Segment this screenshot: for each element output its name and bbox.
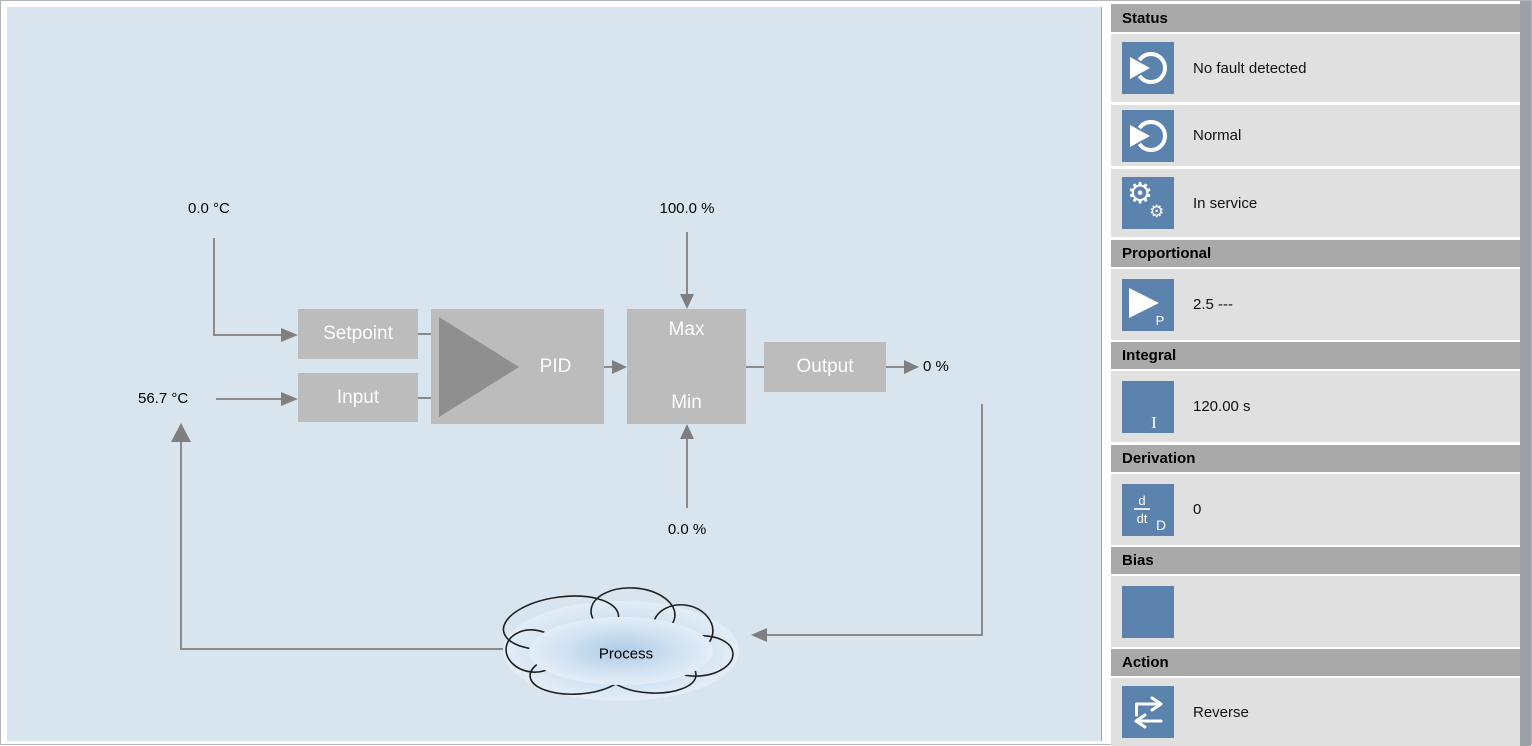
feedback-right-wire	[767, 404, 983, 636]
input-block: Input	[298, 373, 418, 422]
gears-icon: ⚙ ⚙	[1122, 177, 1174, 229]
svg-text:d: d	[1138, 493, 1145, 508]
amplifier-triangle-icon	[439, 317, 519, 417]
parameter-panel: Status No fault detected Normal	[1111, 1, 1522, 746]
wiring	[171, 232, 983, 701]
status-mode-label: Normal	[1193, 127, 1242, 144]
arrowhead	[281, 328, 298, 342]
limit-low-label: 0.0 %	[667, 521, 707, 538]
gear-glyph: ⚙	[1127, 178, 1153, 210]
pid-loop-diagram: 0.0 °C 56.7 °C 100.0 % 0.0 % 0 % Process…	[7, 7, 1102, 741]
status-service-label: In service	[1193, 194, 1258, 212]
controller-status-icon	[1122, 42, 1174, 94]
section-header-integral: Integral	[1111, 342, 1522, 369]
svg-text:dt: dt	[1137, 511, 1148, 526]
svg-text:D: D	[1156, 517, 1166, 533]
action-row: Reverse	[1111, 678, 1522, 746]
action-value: Reverse	[1193, 703, 1249, 721]
derivation-row: d dt D 0	[1111, 474, 1522, 545]
pid-block-label: PID	[539, 355, 572, 377]
setpoint-block: Setpoint	[298, 309, 418, 359]
proportional-value: 2.5 ---	[1193, 296, 1234, 313]
output-block-label: Output	[796, 356, 854, 377]
arrowhead	[680, 424, 694, 439]
pid-block: PID	[431, 309, 604, 424]
section-header-status: Status	[1111, 4, 1522, 32]
section-title: Action	[1122, 654, 1169, 671]
process-label: Process	[598, 645, 654, 663]
feedback-left-wire	[180, 442, 513, 650]
scrollbar-track[interactable]	[1520, 1, 1531, 746]
status-fault-label: No fault detected	[1193, 59, 1307, 77]
section-header-derivation: Derivation	[1111, 445, 1522, 472]
section-title: Status	[1122, 9, 1168, 27]
status-row-service: ⚙ ⚙ In service	[1111, 169, 1522, 237]
setpoint-value-label: 0.0 °C	[188, 200, 230, 217]
setpoint-wire	[213, 238, 281, 336]
output-block: Output	[764, 342, 886, 392]
status-row-fault: No fault detected	[1111, 34, 1522, 102]
section-title: Proportional	[1122, 245, 1212, 262]
arrowhead	[281, 392, 298, 406]
section-title: Integral	[1122, 347, 1177, 364]
arrowhead	[904, 360, 919, 374]
svg-text:P: P	[1156, 313, 1165, 328]
derivation-value: 0	[1193, 501, 1202, 518]
status-row-mode: Normal	[1111, 105, 1522, 166]
action-swap-icon	[1122, 686, 1174, 738]
limit-high-label: 100.0 %	[659, 200, 715, 217]
section-header-action: Action	[1111, 649, 1522, 676]
arrowhead	[171, 423, 191, 442]
proportional-row: P 2.5 ---	[1111, 269, 1522, 340]
limiter-block: Max Min	[627, 309, 746, 424]
integral-row: I 120.00 s	[1111, 371, 1522, 442]
arrowhead	[612, 360, 627, 374]
proportional-icon: P	[1122, 278, 1174, 331]
gear-glyph: ⚙	[1149, 202, 1165, 221]
arrowhead	[680, 294, 694, 309]
input-block-label: Input	[336, 386, 380, 408]
section-title: Derivation	[1122, 450, 1196, 467]
input-value-label: 56.7 °C	[138, 390, 189, 407]
svg-text:I: I	[1151, 413, 1157, 432]
integral-icon: I	[1122, 380, 1174, 433]
controller-status-icon	[1122, 109, 1174, 162]
setpoint-block-label: Setpoint	[323, 323, 393, 344]
bias-icon	[1122, 585, 1174, 638]
integral-value: 120.00 s	[1193, 398, 1251, 415]
section-header-bias: Bias	[1111, 547, 1522, 574]
process-cloud	[502, 587, 739, 701]
limiter-min-label: Min	[671, 392, 702, 413]
output-value-label: 0 %	[923, 358, 949, 375]
section-header-proportional: Proportional	[1111, 240, 1522, 267]
derivation-icon: d dt D	[1122, 483, 1174, 536]
limiter-max-label: Max	[668, 319, 705, 340]
bias-row	[1111, 576, 1522, 647]
section-title: Bias	[1122, 552, 1154, 569]
arrowhead	[751, 628, 767, 642]
